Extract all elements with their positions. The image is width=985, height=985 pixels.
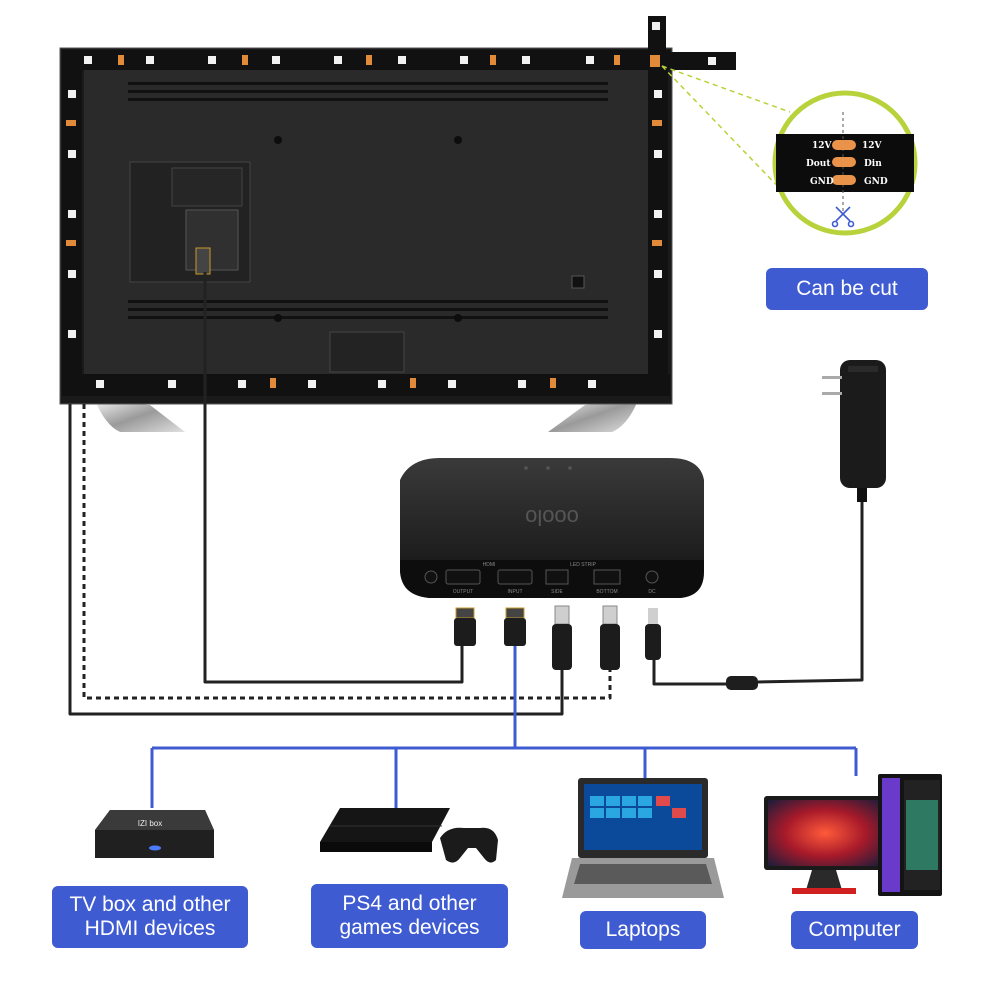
scissors-icon xyxy=(831,206,855,228)
power-adapter xyxy=(822,360,886,502)
port-group-hdmi: HDMI xyxy=(483,562,496,568)
usb-plug-bottom xyxy=(600,605,620,670)
port-label-side: SIDE xyxy=(551,589,563,595)
pad-label-left-2: Dout xyxy=(806,159,831,169)
port-label-input: INPUT xyxy=(508,589,523,595)
tv-box-brand: IZI box xyxy=(138,819,162,828)
can-be-cut-label: Can be cut xyxy=(766,268,928,310)
tv-stand-right xyxy=(548,400,638,432)
dc-ferrite xyxy=(726,676,758,690)
tv-back xyxy=(59,47,673,405)
device-label-computer: Computer xyxy=(791,911,918,949)
laptop-icon xyxy=(562,778,724,898)
pad-label-right-2: Din xyxy=(864,159,882,169)
hdmi-plug-output xyxy=(454,607,476,646)
pad-label-right-3: GND xyxy=(864,177,888,187)
port-label-output: OUTPUT xyxy=(453,589,474,595)
ps4-console-icon xyxy=(320,808,450,852)
led-strip xyxy=(62,16,736,396)
device-label-laptops: Laptops xyxy=(580,911,706,949)
computer-icon xyxy=(764,774,942,896)
tv-stand-left xyxy=(95,400,185,432)
device-label-ps4: PS4 and other games devices xyxy=(311,884,508,948)
dc-plug xyxy=(645,608,661,660)
port-label-dc: DC xyxy=(648,589,656,595)
sync-box: ooolo OUTPUT INPUT SIDE BOTTOM DC HDMI L… xyxy=(400,458,704,598)
hdmi-plug-input xyxy=(504,607,526,646)
device-label-tv-box: TV box and other HDMI devices xyxy=(52,886,248,948)
port-group-led: LED STRIP xyxy=(570,562,597,568)
pad-label-left-1: 12V xyxy=(812,141,833,151)
pad-label-right-1: 12V xyxy=(862,141,883,151)
gamepad-icon xyxy=(440,827,498,863)
pad-label-left-3: GND xyxy=(810,177,834,187)
device-connector-lines xyxy=(150,646,858,808)
port-label-bottom: BOTTOM xyxy=(596,589,617,595)
cables xyxy=(68,272,864,716)
usb-plug-side xyxy=(552,605,572,670)
strip-cut-callout: 12V 12V Dout Din GND GND xyxy=(772,90,918,236)
tv-box-icon: IZI box xyxy=(95,810,214,858)
sync-box-brand: ooolo xyxy=(525,505,579,530)
